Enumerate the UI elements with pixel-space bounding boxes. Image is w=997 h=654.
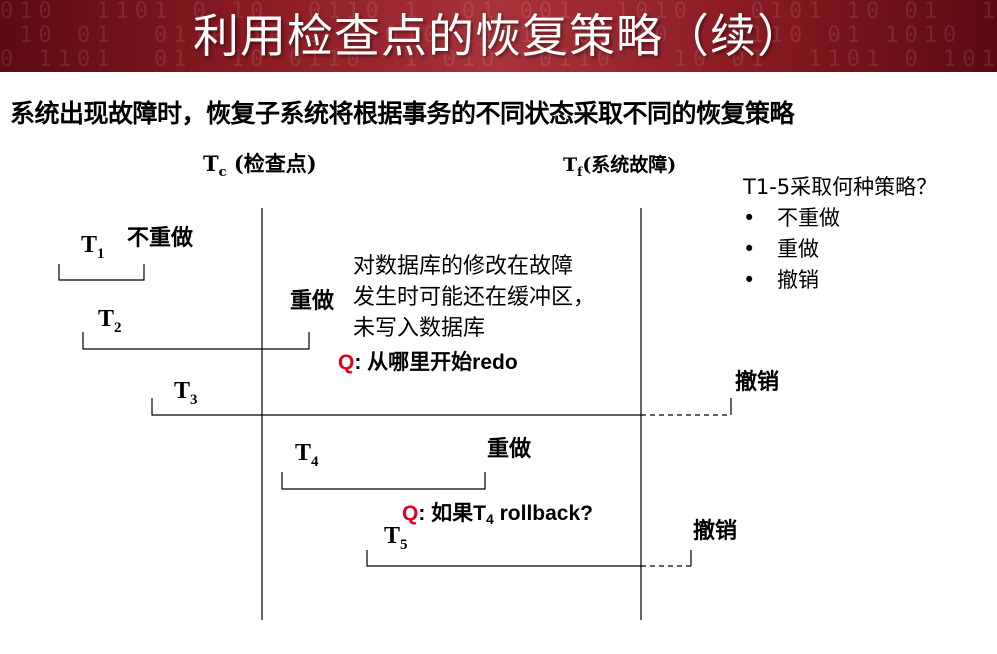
t4-action: 重做: [487, 437, 532, 462]
bar-t5: [366, 550, 692, 567]
t1-label: T1: [81, 232, 105, 262]
bar-t3: [151, 398, 732, 416]
strategy-option: 重做: [743, 234, 937, 265]
t2-label: T2: [98, 306, 122, 336]
strategy-panel: T1-5采取何种策略？ 不重做 重做 撤销: [743, 172, 937, 296]
t2-action: 重做: [290, 289, 335, 314]
title-banner: 010 1101 0 10 0110 1 01 001 1010 0101 10…: [0, 0, 997, 72]
bar-t1: [58, 264, 145, 281]
buffer-note-line: 对数据库的修改在故障: [353, 254, 574, 279]
strategy-options: 不重做 重做 撤销: [743, 203, 937, 296]
t3-label: T3: [174, 378, 198, 408]
buffer-note-line: 未写入数据库: [353, 316, 486, 341]
buffer-note-line: 发生时可能还在缓冲区，: [353, 285, 596, 310]
t3-action: 撤销: [735, 370, 780, 395]
subtitle: 系统出现故障时，恢复子系统将根据事务的不同状态采取不同的恢复策略: [10, 99, 795, 128]
bar-t2: [82, 332, 310, 350]
strategy-question: T1-5采取何种策略？: [743, 175, 938, 199]
question-redo: Q: 从哪里开始redo: [338, 351, 518, 374]
strategy-option: 撤销: [743, 265, 937, 296]
bar-t4: [281, 472, 486, 490]
t1-action: 不重做: [127, 226, 194, 251]
banner-texture: 010 1101 0 10 0110 1 01 001 1010 0101 10…: [0, 0, 997, 72]
strategy-option: 不重做: [743, 203, 937, 234]
question-rollback: Q: 如果T4 rollback?: [402, 502, 593, 527]
page-title: 利用检查点的恢复策略（续）: [193, 9, 804, 63]
buffer-note: 对数据库的修改在故障 发生时可能还在缓冲区， 未写入数据库: [353, 251, 595, 344]
t5-label: T5: [384, 523, 408, 553]
t5-action: 撤销: [693, 519, 738, 544]
checkpoint-label: Tc (检查点): [203, 151, 317, 181]
failure-label: Tf(系统故障): [563, 154, 677, 179]
t4-label: T4: [295, 440, 319, 470]
